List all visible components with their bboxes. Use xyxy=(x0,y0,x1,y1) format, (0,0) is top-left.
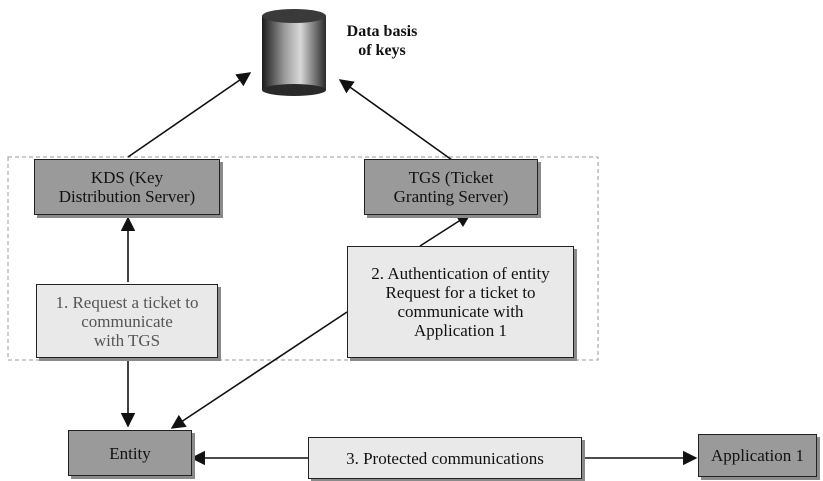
entity-label: Entity xyxy=(109,443,151,463)
application-label: Application 1 xyxy=(710,446,804,465)
entity-node[interactable]: Entity xyxy=(68,430,192,476)
arrow-step2-to-entity xyxy=(170,311,348,429)
tgs-label: TGS (Ticket Granting Server) xyxy=(393,168,509,206)
arrow-step2-to-tgs xyxy=(419,213,472,247)
step2-label: 2. Authentication of entity Request for … xyxy=(371,264,550,340)
step3-label: 3. Protected communications xyxy=(346,448,544,468)
kds-label: KDS (Key Distribution Server) xyxy=(58,168,196,206)
arrow-kds-to-database xyxy=(127,72,252,158)
database-icon xyxy=(262,9,326,96)
step1-label: 1. Request a ticket to communicate with … xyxy=(55,292,199,350)
step1-box[interactable]: 1. Request a ticket to communicate with … xyxy=(36,284,218,358)
dashed-boundary xyxy=(7,156,599,361)
step3-box[interactable]: 3. Protected communications xyxy=(308,437,582,479)
application-node[interactable]: Application 1 xyxy=(698,434,817,477)
kds-node[interactable]: KDS (Key Distribution Server) xyxy=(34,159,220,215)
arrow-tgs-to-database xyxy=(338,79,453,161)
step2-box[interactable]: 2. Authentication of entity Request for … xyxy=(347,246,574,358)
tgs-node[interactable]: TGS (Ticket Granting Server) xyxy=(364,159,538,215)
database-label: Data basis of keys xyxy=(346,23,418,59)
